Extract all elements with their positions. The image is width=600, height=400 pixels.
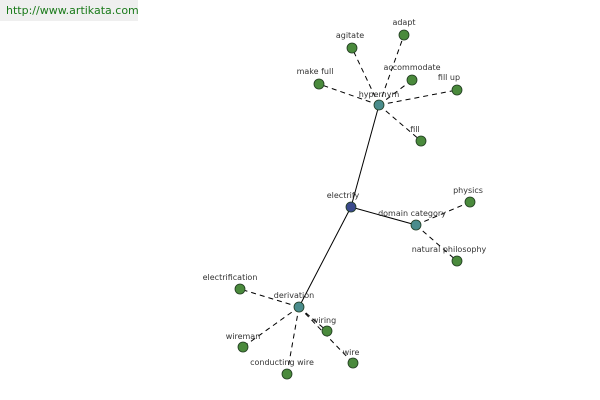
labels-layer: electrify hypernym domain category derivati… (203, 18, 487, 367)
node-electrification[interactable] (234, 283, 246, 295)
edge-electrify-to-derivation (298, 206, 352, 308)
label-make-full[interactable]: make full (297, 67, 334, 76)
label-electrification[interactable]: electrification (203, 273, 258, 282)
source-url[interactable]: http://www.artikata.com (0, 0, 139, 21)
node-wiring[interactable] (321, 325, 333, 337)
label-domain-category[interactable]: domain category (378, 209, 446, 218)
node-fill-up[interactable] (451, 84, 463, 96)
edge-hypernym-to-fill-up (378, 89, 458, 106)
node-conducting-wire[interactable] (281, 368, 293, 380)
label-conducting-wire[interactable]: conducting wire (250, 358, 314, 367)
node-make-full[interactable] (313, 78, 325, 90)
edges-layer (239, 34, 471, 375)
label-physics[interactable]: physics (453, 186, 483, 195)
label-accommodate[interactable]: accommodate (383, 63, 440, 72)
edge-domain-category-to-natural-philosophy (415, 224, 458, 262)
label-fill[interactable]: fill (410, 125, 419, 134)
edge-hypernym-to-accommodate (378, 79, 413, 106)
label-wiring[interactable]: wiring (312, 316, 336, 325)
label-natural-philosophy[interactable]: natural philosophy (412, 245, 487, 254)
label-wireman[interactable]: wireman (226, 332, 261, 341)
edge-hypernym-to-make-full (318, 83, 380, 106)
nodes-layer (234, 29, 476, 380)
edge-electrify-to-hypernym (350, 104, 380, 208)
edge-hypernym-to-fill (378, 104, 422, 142)
label-hypernym[interactable]: hypernym (359, 90, 400, 99)
edge-electrify-to-domain-category (350, 206, 417, 226)
edge-hypernym-to-agitate (351, 47, 380, 106)
node-accommodate[interactable] (406, 74, 418, 86)
edge-derivation-to-wireman (242, 306, 300, 348)
label-adapt[interactable]: adapt (392, 18, 415, 27)
node-domain-category[interactable] (410, 219, 422, 231)
label-agitate[interactable]: agitate (336, 31, 364, 40)
node-wireman[interactable] (237, 341, 249, 353)
node-derivation[interactable] (293, 301, 305, 313)
label-electrify[interactable]: electrify (327, 191, 360, 200)
edge-derivation-to-wiring (298, 306, 328, 332)
edge-derivation-to-electrification (239, 288, 300, 308)
node-physics[interactable] (464, 196, 476, 208)
label-derivation[interactable]: derivation (274, 291, 314, 300)
node-fill[interactable] (415, 135, 427, 147)
edge-derivation-to-conducting-wire (286, 306, 300, 375)
node-natural-philosophy[interactable] (451, 255, 463, 267)
label-fill-up[interactable]: fill up (438, 73, 460, 82)
edge-domain-category-to-physics (415, 201, 471, 226)
node-electrify[interactable] (345, 201, 357, 213)
label-wire[interactable]: wire (343, 348, 360, 357)
edge-hypernym-to-adapt (378, 34, 405, 106)
node-agitate[interactable] (346, 42, 358, 54)
node-hypernym[interactable] (373, 99, 385, 111)
node-wire[interactable] (347, 357, 359, 369)
node-adapt[interactable] (398, 29, 410, 41)
